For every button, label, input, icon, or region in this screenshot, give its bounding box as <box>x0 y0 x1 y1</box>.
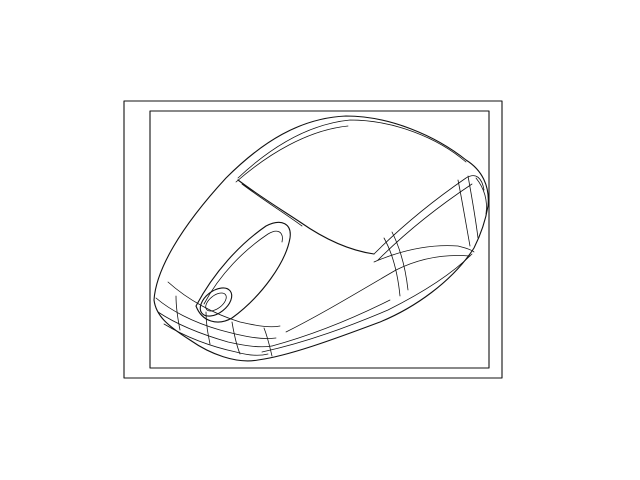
side-band-lower <box>285 255 471 333</box>
left-button-curve <box>167 281 281 328</box>
inner-frame <box>149 110 490 369</box>
right-side-edge-1 <box>373 175 485 255</box>
base-contour-1 <box>261 253 473 353</box>
scroll-channel-outer <box>195 221 291 323</box>
front-vertical-1 <box>175 295 181 331</box>
rear-right-edge <box>475 177 487 215</box>
base-contour-2 <box>271 299 391 347</box>
mouse-body-outline <box>153 115 489 362</box>
scroll-wheel-outer <box>199 287 233 317</box>
front-vertical-2 <box>205 311 211 345</box>
right-side-edge-2 <box>377 183 473 261</box>
scroll-channel-inner <box>203 230 283 305</box>
right-side-grip-2 <box>467 175 479 239</box>
button-divider-2 <box>241 183 303 227</box>
front-band-1 <box>155 297 277 339</box>
side-band-vertical-1 <box>383 237 401 297</box>
scroll-wheel-inner <box>205 292 227 312</box>
right-side-grip-1 <box>457 179 471 247</box>
shell-top-contour-2 <box>235 125 349 183</box>
front-band-2 <box>157 311 273 348</box>
side-band-vertical-2 <box>391 231 409 291</box>
shell-top-contour <box>237 119 467 179</box>
front-vertical-3 <box>231 321 241 355</box>
side-band-upper <box>373 245 475 263</box>
front-band-3 <box>163 323 269 356</box>
button-divider <box>237 179 375 255</box>
outer-frame <box>123 100 503 379</box>
front-vertical-4 <box>263 327 273 357</box>
